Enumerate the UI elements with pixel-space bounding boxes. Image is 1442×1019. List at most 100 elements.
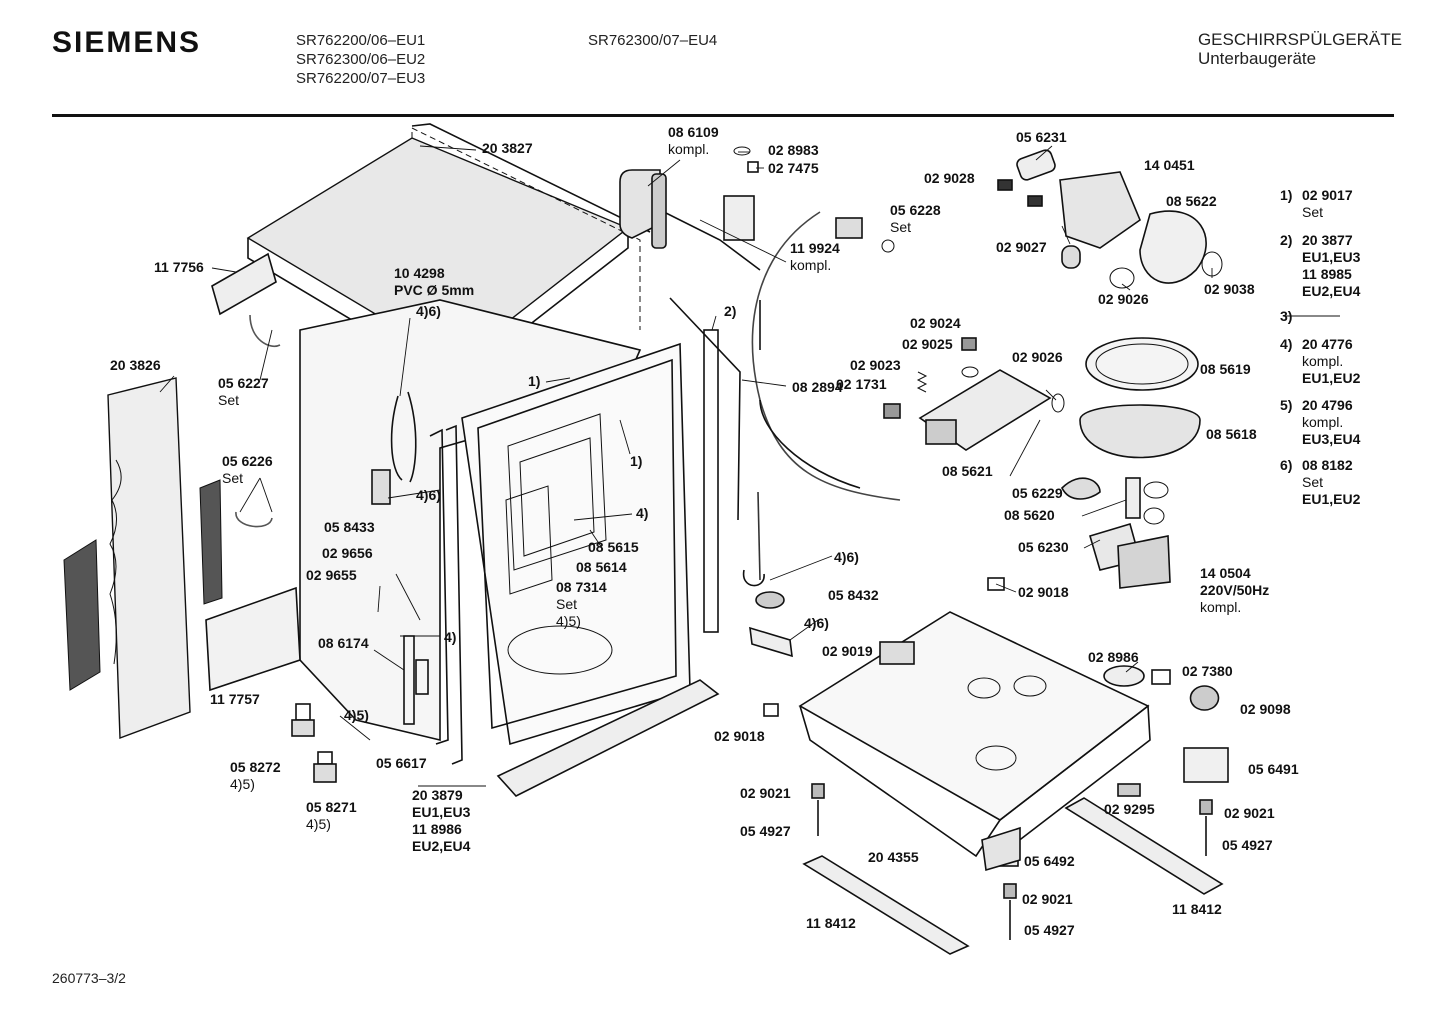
part-number-label: 08 5618 [1206, 426, 1257, 442]
part-number-label: 05 6491 [1248, 761, 1299, 777]
part-number-line: 02 9021 [1224, 805, 1275, 821]
part-number-line: 02 9656 [322, 545, 373, 561]
part-number-label: 4)6) [834, 549, 859, 565]
footnote-key: 4) [1280, 336, 1292, 352]
part-number-label: 08 5621 [942, 463, 993, 479]
part-number-line: 05 6617 [376, 755, 427, 771]
footnote-line: EU1,EU2 [1302, 491, 1361, 507]
part-number-line: 08 7314 [556, 579, 607, 595]
part-number-label: 02 9018 [1018, 584, 1069, 600]
part-number-label: 05 6230 [1018, 539, 1069, 555]
part-number-label: 1) [630, 453, 642, 469]
footnote-line: EU2,EU4 [1302, 283, 1361, 299]
part-number-label: 02 9021 [1022, 891, 1073, 907]
footnote-line: 08 8182 [1302, 457, 1353, 473]
part-number-line: 02 9038 [1204, 281, 1255, 297]
footnote-key: 5) [1280, 397, 1292, 413]
category-subtitle: Unterbaugeräte [1197, 49, 1317, 68]
part-number-line: 02 9018 [714, 728, 765, 744]
part-number-label: 4)6) [416, 303, 441, 319]
part-number-line: 08 5620 [1004, 507, 1055, 523]
part-number-line: 02 7380 [1182, 663, 1233, 679]
part-number-line: 4) [636, 505, 648, 521]
part-number-line: 02 9026 [1098, 291, 1149, 307]
part-number-line: 1) [528, 373, 540, 389]
footnote-key: 1) [1280, 187, 1292, 203]
part-number-line: 08 5621 [942, 463, 993, 479]
part-number-label: 02 9024 [910, 315, 961, 331]
part-number-line: 02 9655 [306, 567, 357, 583]
part-number-line: 02 9098 [1240, 701, 1291, 717]
part-number-line: 02 9021 [740, 785, 791, 801]
part-number-label: 05 6617 [376, 755, 427, 771]
part-number-label: 02 9018 [714, 728, 765, 744]
footnote-line: 20 4776 [1302, 336, 1353, 352]
base-frame-part [742, 569, 1229, 867]
part-number-line: EU2,EU4 [412, 838, 471, 854]
part-number-label: 05 8432 [828, 587, 879, 603]
footnote-line: EU1,EU3 [1302, 249, 1361, 265]
part-number-line: 4)6) [834, 549, 859, 565]
part-number-line: 08 5622 [1166, 193, 1217, 209]
part-number-line: 1) [630, 453, 642, 469]
part-number-line: 02 9025 [902, 336, 953, 352]
part-number-line: 02 9026 [1012, 349, 1063, 365]
part-number-label: 02 9038 [1204, 281, 1255, 297]
part-number-line: 14 0504 [1200, 565, 1251, 581]
footnote-line: Set [1302, 204, 1323, 220]
part-number-line: 11 8412 [806, 915, 856, 931]
part-number-line: 02 7475 [768, 160, 819, 176]
part-number-label: 02 8986 [1088, 649, 1139, 665]
part-number-line: 05 6231 [1016, 129, 1067, 145]
feet-rails-part [802, 783, 1224, 955]
part-number-label: 4) [636, 505, 648, 521]
part-number-line: 4)6) [416, 303, 441, 319]
part-number-line: 08 5614 [576, 559, 627, 575]
part-number-line: 02 9295 [1104, 801, 1155, 817]
part-number-label: 11 7757 [210, 691, 260, 707]
part-number-label: 02 9295 [1104, 801, 1155, 817]
part-number-line: 08 6174 [318, 635, 369, 651]
footnote-key: 3) [1280, 308, 1292, 324]
part-number-label: 02 9026 [1098, 291, 1149, 307]
part-number-line: 11 7756 [154, 259, 204, 275]
part-number-line: 08 5618 [1206, 426, 1257, 442]
model-list-primary: SR762200/06–EU1 SR762300/06–EU2 SR762200… [296, 31, 425, 88]
part-number-line: 4)5) [306, 816, 331, 832]
part-number-line: 05 8271 [306, 799, 357, 815]
part-number-label: 4) [444, 629, 456, 645]
footnote-line: 02 9017 [1302, 187, 1353, 203]
part-number-line: 08 2894 [792, 379, 843, 395]
model-number: SR762200/07–EU3 [296, 70, 426, 87]
part-number-label: 05 6229 [1012, 485, 1063, 501]
part-number-line: 05 4927 [1024, 922, 1075, 938]
part-number-line: 4)5) [556, 613, 581, 629]
part-number-line: Set [556, 596, 577, 612]
part-number-line: 02 9027 [996, 239, 1047, 255]
part-number-label: 02 7380 [1182, 663, 1233, 679]
part-number-label: 05 6492 [1024, 853, 1075, 869]
leader-lines [159, 145, 1340, 787]
part-number-line: 08 5619 [1200, 361, 1251, 377]
part-number-line: Set [218, 392, 239, 408]
part-number-line: 05 4927 [740, 823, 791, 839]
part-number-line: EU1,EU3 [412, 804, 471, 820]
part-number-line: 4)5) [344, 707, 369, 723]
part-number-line: Set [222, 470, 243, 486]
part-number-label: 08 5614 [576, 559, 627, 575]
part-number-line: 11 8412 [1172, 901, 1222, 917]
part-number-line: Set [890, 219, 911, 235]
inlet-parts [619, 146, 895, 253]
part-number-line: 05 4927 [1222, 837, 1273, 853]
footnote-line: kompl. [1302, 414, 1343, 430]
part-number-label: 05 8433 [324, 519, 375, 535]
